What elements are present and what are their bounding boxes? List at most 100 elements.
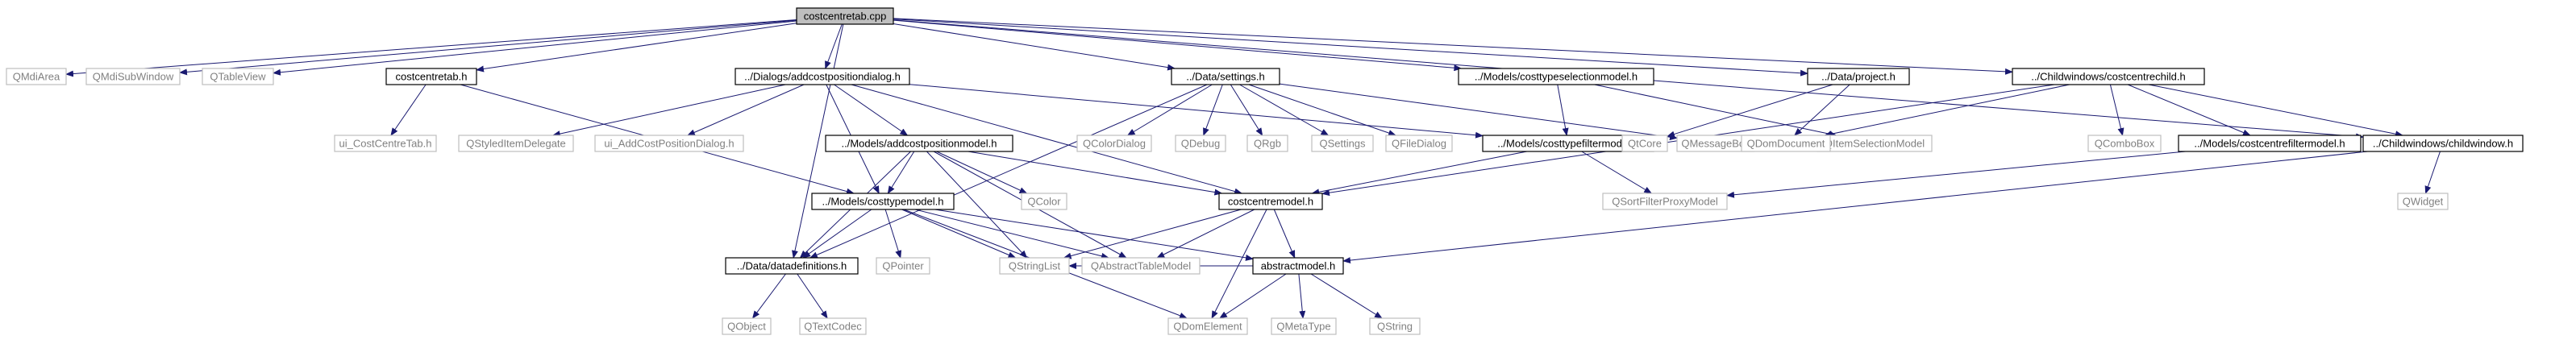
node-project-h[interactable]: ../Data/project.h bbox=[1807, 68, 1910, 85]
node-box bbox=[2178, 135, 2362, 152]
node-qtcore: QtCore bbox=[1621, 135, 1668, 152]
node-abstractmodel-h[interactable]: abstractmodel.h bbox=[1252, 257, 1344, 275]
node-costtypeselectionmodel-h[interactable]: ../Models/costtypeselectionmodel.h bbox=[1458, 68, 1654, 85]
node-box bbox=[1218, 193, 1323, 210]
edge-root-to-qmdisubwindow bbox=[179, 19, 797, 76]
edge-costcentremodel_h-to-qdomelement bbox=[1211, 209, 1267, 319]
node-label: ui_CostCentreTab.h bbox=[339, 138, 432, 150]
edge-costtypemodel_h-to-qstringlist bbox=[901, 209, 1017, 259]
node-qcombobox: QComboBox bbox=[2087, 135, 2162, 152]
node-root[interactable]: costcentretab.cpp bbox=[796, 7, 894, 25]
node-box bbox=[1602, 193, 1728, 210]
edge-root-to-costcentretab_h bbox=[476, 23, 797, 73]
edge-abstractmodel_h-to-qmetatype bbox=[1298, 273, 1306, 319]
node-label: QTextCodec bbox=[804, 321, 862, 333]
edge-datadefinitions_h-to-qtextcodec bbox=[797, 273, 828, 319]
edge-root-to-qtableview bbox=[273, 20, 797, 76]
node-qdebug: QDebug bbox=[1175, 135, 1226, 152]
node-box bbox=[999, 257, 1070, 275]
node-box bbox=[1167, 317, 1248, 335]
node-settings-h[interactable]: ../Data/settings.h bbox=[1171, 68, 1280, 85]
edge-costtypefiltermodel_h-to-qsortfilterproxymodel bbox=[1581, 151, 1653, 194]
edge-costtypefiltermodel_h-to-costcentremodel_h bbox=[1311, 151, 1527, 196]
edge-costcentremodel_h-to-qstringlist bbox=[1063, 209, 1242, 259]
node-label: ../Data/settings.h bbox=[1186, 71, 1265, 83]
edge-costtypeselectionmodel_h-to-costtypefiltermodel_h bbox=[1557, 84, 1569, 136]
edge-project_h-to-qdomdocument bbox=[1794, 84, 1850, 136]
node-ui-costcentretab-h: ui_CostCentreTab.h bbox=[334, 135, 437, 152]
node-box bbox=[6, 68, 67, 85]
node-label: QDomDocument bbox=[1747, 138, 1825, 150]
edge-costtypeselectionmodel_h-to-qitemselectionmodel bbox=[1594, 84, 1837, 138]
node-costcentrechild-h[interactable]: ../Childwindows/costcentrechild.h bbox=[2012, 68, 2205, 85]
node-costcentremodel-h[interactable]: costcentremodel.h bbox=[1218, 193, 1323, 210]
node-box bbox=[825, 135, 1013, 152]
node-label: ../Models/costtypemodel.h bbox=[822, 196, 943, 208]
node-label: ../Data/datadefinitions.h bbox=[737, 260, 847, 272]
node-box bbox=[2087, 135, 2162, 152]
node-costcentrefiltermodel-h[interactable]: ../Models/costcentrefiltermodel.h bbox=[2178, 135, 2362, 152]
node-costcentretab-h[interactable]: costcentretab.h bbox=[385, 68, 477, 85]
edge-settings_h-to-qrgb bbox=[1230, 84, 1263, 136]
node-label: QAbstractTableModel bbox=[1091, 260, 1191, 272]
node-qtableview: QTableView bbox=[202, 68, 274, 85]
node-childwindow-h[interactable]: ../Childwindows/childwindow.h bbox=[2362, 135, 2524, 152]
edge-costcentretab_h-to-ui_costcentretab_h bbox=[390, 84, 427, 136]
node-datadefinitions-h[interactable]: ../Data/datadefinitions.h bbox=[725, 257, 859, 275]
node-qabstracttablemodel: QAbstractTableModel bbox=[1081, 257, 1201, 275]
edge-childwindow_h-to-qwidget bbox=[2424, 151, 2441, 194]
node-box bbox=[722, 317, 772, 335]
node-addcostpositiondialog-h[interactable]: ../Dialogs/addcostpositiondialog.h bbox=[735, 68, 910, 85]
node-label: QDomElement bbox=[1173, 321, 1242, 333]
edge-settings_h-to-qfiledialog bbox=[1248, 84, 1397, 136]
node-label: QColor bbox=[1027, 196, 1061, 208]
edge-addcostpositionmodel_h-to-qcolor bbox=[936, 151, 1028, 194]
edge-settings_h-to-qcolordialog bbox=[1126, 84, 1213, 136]
node-label: ../Childwindows/childwindow.h bbox=[2373, 138, 2513, 150]
edge-costtypemodel_h-to-datadefinitions_h bbox=[802, 209, 872, 259]
edge-root-to-project_h bbox=[893, 19, 1808, 77]
edge-costtypemodel_h-to-qabstracttablemodel bbox=[914, 209, 1109, 259]
node-qsettings: QSettings bbox=[1311, 135, 1374, 152]
node-box bbox=[2012, 68, 2205, 85]
node-costtypemodel-h[interactable]: ../Models/costtypemodel.h bbox=[811, 193, 955, 210]
node-label: ../Models/addcostpositionmodel.h bbox=[842, 138, 997, 150]
node-box bbox=[1171, 68, 1280, 85]
node-label: QSortFilterProxyModel bbox=[1612, 196, 1718, 208]
node-qitemselectionmodel: QItemSelectionModel bbox=[1817, 135, 1933, 152]
node-label: QString bbox=[1377, 321, 1413, 333]
node-qsortfilterproxymodel: QSortFilterProxyModel bbox=[1602, 193, 1728, 210]
edge-root-to-datadefinitions_h bbox=[792, 23, 844, 259]
edge-addcostpositionmodel_h-to-costtypemodel_h bbox=[887, 151, 915, 194]
edge-project_h-to-qtcore bbox=[1667, 84, 1833, 138]
edge-addcostpositiondialog_h-to-ui_addcostpositiondialog_h bbox=[686, 84, 805, 136]
node-label: QItemSelectionModel bbox=[1825, 138, 1925, 150]
node-qmetatype: QMetaType bbox=[1271, 317, 1337, 335]
node-label: QTableView bbox=[210, 71, 266, 83]
node-box bbox=[1311, 135, 1374, 152]
node-box bbox=[1252, 257, 1344, 275]
node-qstyleditemdelegate: QStyledItemDelegate bbox=[458, 135, 574, 152]
node-label: QStringList bbox=[1009, 260, 1061, 272]
edge-addcostpositionmodel_h-to-costcentremodel_h bbox=[968, 151, 1223, 196]
edge-costcentrechild_h-to-qdomdocument bbox=[1824, 84, 2070, 138]
edge-costcentrefiltermodel_h-to-qsortfilterproxymodel bbox=[1726, 151, 2186, 198]
node-label: QObject bbox=[727, 321, 766, 333]
node-box bbox=[2397, 193, 2449, 210]
node-qobject: QObject bbox=[722, 317, 772, 335]
node-qstringlist: QStringList bbox=[999, 257, 1070, 275]
node-label: QMdiSubWindow bbox=[93, 71, 174, 83]
node-label: QStyledItemDelegate bbox=[466, 138, 566, 150]
edge-abstractmodel_h-to-qdomelement bbox=[1219, 273, 1287, 319]
node-label: QSettings bbox=[1319, 138, 1366, 150]
edge-costcentremodel_h-to-abstractmodel_h bbox=[1273, 209, 1296, 259]
node-addcostpositionmodel-h[interactable]: ../Models/addcostpositionmodel.h bbox=[825, 135, 1013, 152]
edge-root-to-qmdiarea bbox=[65, 19, 797, 77]
node-costtypefiltermodel-h[interactable]: ../Models/costtypefiltermodel.h bbox=[1482, 135, 1654, 152]
node-box bbox=[85, 68, 181, 85]
node-box bbox=[202, 68, 274, 85]
node-label: QMessageBox bbox=[1681, 138, 1750, 150]
node-label: QDebug bbox=[1181, 138, 1220, 150]
node-box bbox=[1246, 135, 1288, 152]
